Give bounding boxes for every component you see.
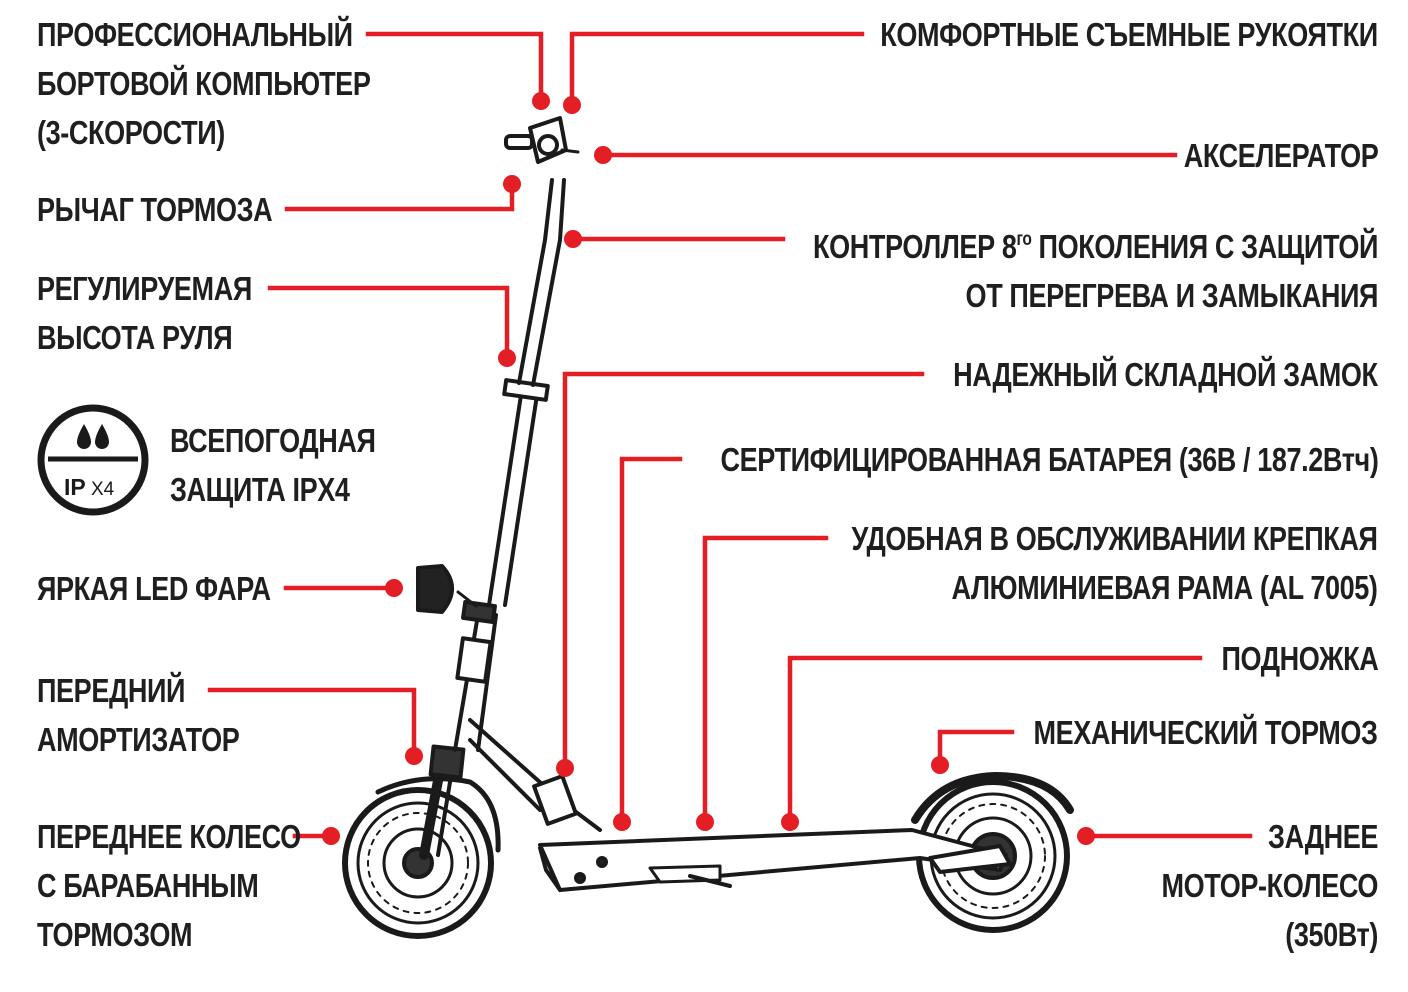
label-led-headlight: ЯРКАЯ LED ФАРА <box>37 570 271 607</box>
label-mechanical-brake: МЕХАНИЧЕСКИЙ ТОРМОЗ <box>1033 714 1378 751</box>
callout-dot <box>594 146 612 164</box>
callout-line-grips <box>569 31 865 107</box>
ipx4-badge-text-small: X4 <box>91 479 115 500</box>
callout-dot <box>556 759 574 777</box>
callout-lines <box>207 31 1253 839</box>
callout-line-brake-lever <box>284 182 515 212</box>
callout-dot <box>613 813 631 831</box>
label-controller: КОНТРОЛЛЕР 8го ПОКОЛЕНИЯ С ЗАЩИТОЙ ОТ ПЕ… <box>812 228 1378 314</box>
front-wheel-graphic <box>342 776 501 939</box>
label-front-wheel: ПЕРЕДНЕЕ КОЛЕСО С БАРАБАННЫМ ТОРМОЗОМ <box>37 818 301 953</box>
callout-dot <box>931 756 949 774</box>
callout-dot <box>781 813 799 831</box>
label-frame: УДОБНАЯ В ОБСЛУЖИВАНИИ КРЕПКАЯ АЛЮМИНИЕВ… <box>851 520 1378 606</box>
callout-line-kickstand <box>787 655 1203 825</box>
label-grips: КОМФОРТНЫЕ СЪЕМНЫЕ РУКОЯТКИ <box>880 16 1378 53</box>
label-battery: СЕРТИФИЦИРОВАННАЯ БАТАРЕЯ (36В / 187.2Вт… <box>720 441 1378 478</box>
label-adjustable-height: РЕГУЛИРУЕМАЯ ВЫСОТА РУЛЯ <box>37 270 252 356</box>
callout-dot <box>563 96 581 114</box>
callout-line-mech-brake <box>937 729 1015 767</box>
callout-dot <box>503 175 521 193</box>
callout-dot <box>385 579 403 597</box>
callout-line-lock <box>562 371 925 770</box>
callout-dot <box>405 747 423 765</box>
callout-dots <box>322 92 1095 845</box>
scooter <box>342 116 1074 939</box>
callout-dot <box>498 349 516 367</box>
label-rear-wheel: ЗАДНЕЕ МОТОР-КОЛЕСО (350Вт) <box>1161 818 1379 953</box>
label-onboard-computer: ПРОФЕССИОНАЛЬНЫЙ БОРТОВОЙ КОМПЬЮТЕР (3-С… <box>37 16 371 151</box>
label-kickstand: ПОДНОЖКА <box>1221 640 1378 677</box>
label-folding-lock: НАДЕЖНЫЙ СКЛАДНОЙ ЗАМОК <box>953 356 1379 393</box>
callout-line-computer <box>365 31 544 104</box>
callout-dot <box>532 92 550 110</box>
callout-line-frame <box>702 535 829 825</box>
callout-line-height <box>267 285 510 361</box>
ipx4-badge: IP X4 <box>37 404 149 516</box>
callout-dot <box>696 813 714 831</box>
label-brake-lever: РЫЧАГ ТОРМОЗА <box>37 191 273 228</box>
callout-line-suspension <box>207 687 417 758</box>
callout-dot <box>564 230 582 248</box>
label-front-suspension: ПЕРЕДНИЙ АМОРТИЗАТОР <box>37 672 240 758</box>
ipx4-badge-text-big: IP <box>64 474 86 500</box>
callout-dot <box>1077 827 1095 845</box>
callout-dot <box>322 827 340 845</box>
label-weather-protection: ВСЕПОГОДНАЯ ЗАЩИТА IPX4 <box>170 422 376 508</box>
water-drops-icon <box>77 424 109 449</box>
callout-line-battery <box>619 456 683 825</box>
label-accelerator: АКСЕЛЕРАТОР <box>1183 137 1378 174</box>
